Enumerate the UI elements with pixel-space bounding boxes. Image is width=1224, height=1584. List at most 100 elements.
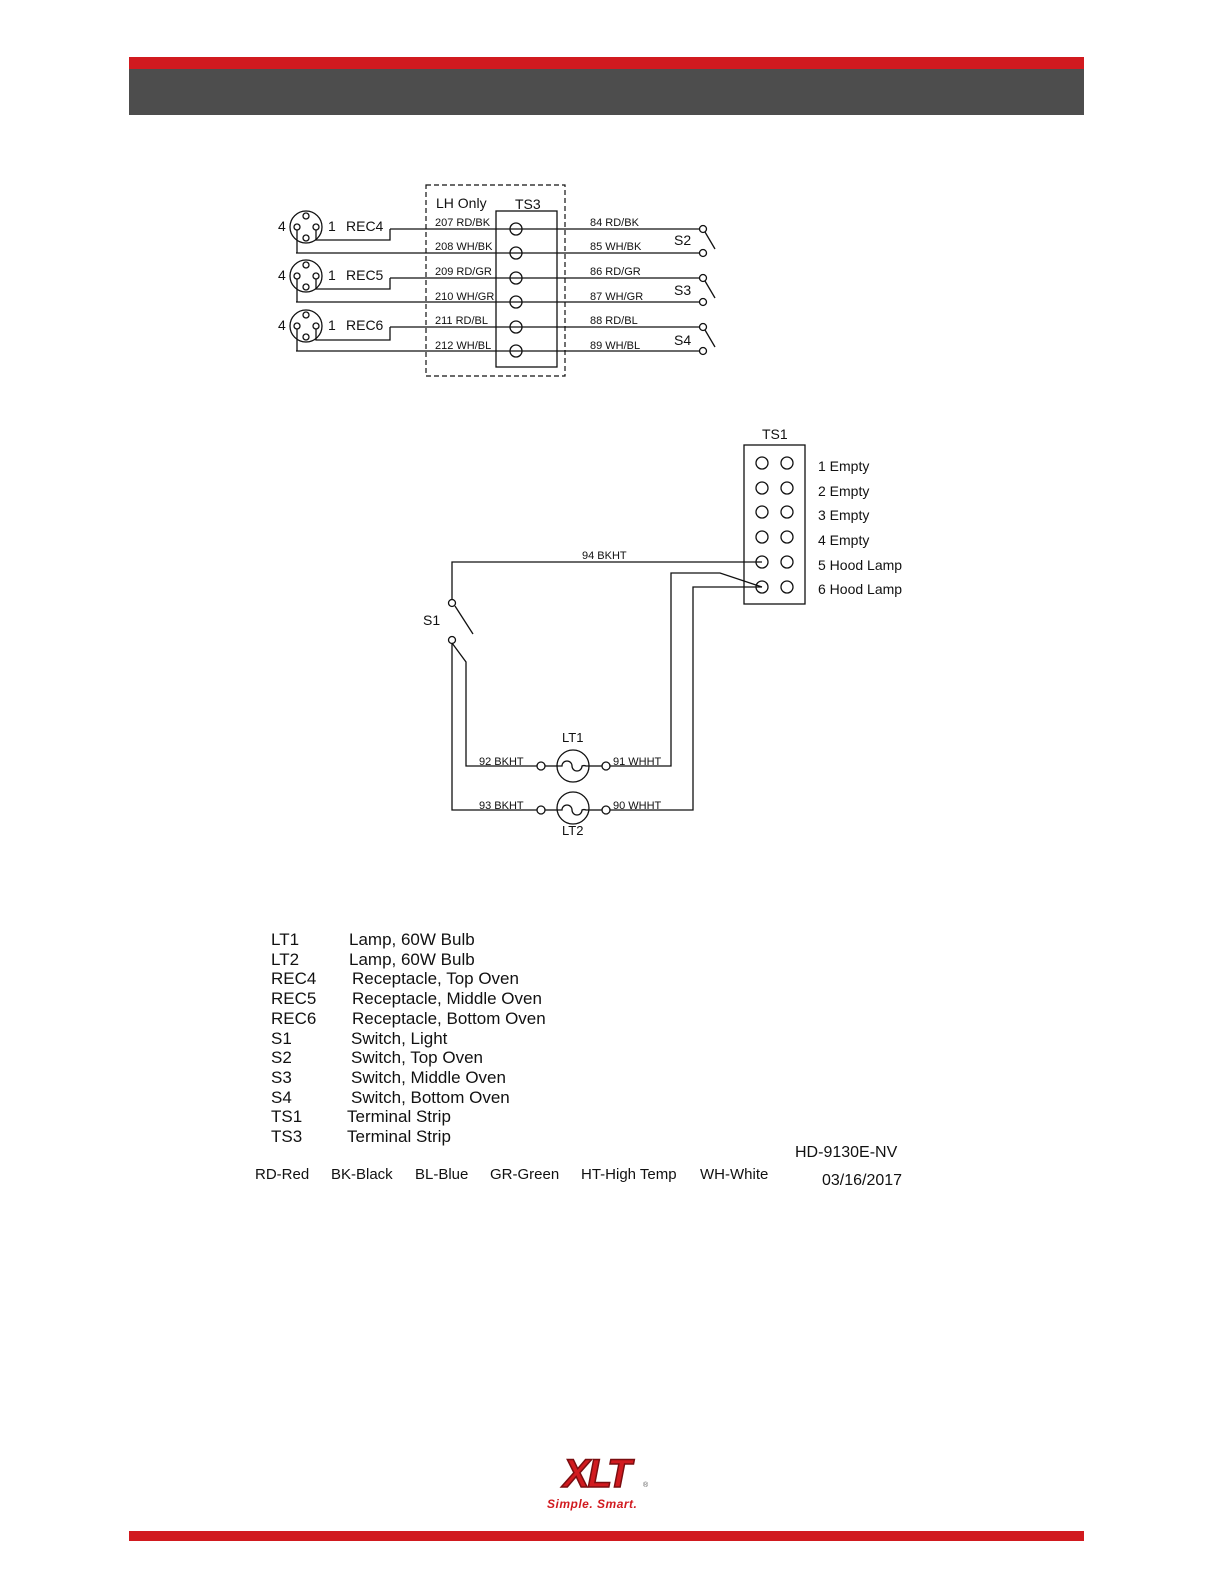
legend-code: TS3	[271, 1127, 303, 1147]
legend-code: S2	[271, 1048, 292, 1068]
rec4-label: REC4	[346, 218, 384, 234]
legend-desc: Receptacle, Top Oven	[352, 969, 519, 989]
switch-s3: S3	[674, 273, 716, 307]
legend-desc: Switch, Light	[351, 1028, 448, 1048]
lamp-lt1: LT1	[536, 730, 611, 783]
legend-desc: Receptacle, Bottom Oven	[352, 1008, 546, 1028]
logo-registered-mark: ®	[643, 1482, 649, 1489]
legend-row: S1 Switch, Light	[271, 1029, 546, 1049]
legend-desc: Terminal Strip	[347, 1107, 451, 1127]
rec6-pin-1: 1	[328, 317, 336, 333]
legend-code: LT2	[271, 949, 300, 969]
ts1-box	[743, 444, 806, 605]
switch-s4: S4	[674, 322, 716, 356]
wire-label-89: 89 WH/BL	[590, 340, 640, 352]
color-code: RD-Red	[255, 1166, 310, 1183]
s2-label: S2	[674, 232, 691, 248]
document-id: HD-9130E-NV	[795, 1144, 898, 1161]
wire-92-label: 92 BKHT	[479, 756, 524, 768]
ts1-pos-5: 5 Hood Lamp	[818, 557, 902, 573]
legend-code: REC4	[271, 969, 317, 989]
legend-row: S2 Switch, Top Oven	[271, 1048, 546, 1068]
legend-desc: Switch, Top Oven	[351, 1048, 483, 1068]
ts1-pos-6: 6 Hood Lamp	[818, 581, 902, 597]
legend-desc: Lamp, 60W Bulb	[349, 930, 475, 949]
legend-row: LT1 Lamp, 60W Bulb	[271, 930, 546, 950]
s4-label: S4	[674, 332, 691, 348]
s1-label: S1	[423, 612, 440, 628]
legend-code: TS1	[271, 1107, 303, 1127]
legend-desc: Receptacle, Middle Oven	[352, 989, 542, 1009]
wire-91	[610, 572, 763, 767]
wire-label-208: 208 WH/BK	[435, 241, 493, 253]
ts1-terminals	[755, 456, 794, 594]
rec5-label: REC5	[346, 267, 384, 283]
ts1-pos-2: 2 Empty	[818, 483, 869, 499]
legend-desc: Switch, Bottom Oven	[351, 1087, 510, 1107]
wire-90	[610, 586, 762, 811]
xlt-logo: XLT ® Simple. Smart.	[545, 1451, 670, 1516]
receptacle-rec6: 4 1 REC6	[278, 309, 391, 351]
wire-94-label: 94 BKHT	[582, 550, 627, 562]
legend-row: TS1 Terminal Strip	[271, 1107, 546, 1127]
wire-92	[451, 642, 537, 767]
wire-label-212: 212 WH/BL	[435, 340, 491, 352]
color-code: GR-Green	[490, 1166, 560, 1183]
color-code: BL-Blue	[415, 1166, 469, 1183]
ts1-title: TS1	[762, 426, 788, 442]
legend-row: TS3 Terminal Strip	[271, 1127, 546, 1147]
legend-desc: Terminal Strip	[347, 1127, 451, 1147]
legend-row: REC4 Receptacle, Top Oven	[271, 969, 546, 989]
document-date: 03/16/2017	[822, 1172, 903, 1189]
wire-94	[451, 561, 762, 600]
wire-label-210: 210 WH/GR	[435, 291, 494, 303]
legend-row: LT2 Lamp, 60W Bulb	[271, 950, 546, 970]
rec4-pin-1: 1	[328, 218, 336, 234]
switch-s1: S1	[423, 598, 474, 645]
logo-tagline: Simple. Smart.	[547, 1497, 638, 1511]
logo-wordmark: XLT	[562, 1451, 632, 1497]
wire-label-209: 209 RD/GR	[435, 266, 492, 278]
wire-91-label: 91 WHHT	[613, 756, 662, 768]
wire-label-85: 85 WH/BK	[590, 241, 642, 253]
s3-label: S3	[674, 282, 691, 298]
ts3-terminals	[509, 222, 523, 358]
wire-label-211: 211 RD/BL	[435, 315, 488, 327]
ts3-title: TS3	[515, 196, 541, 212]
legend-desc: Lamp, 60W Bulb	[349, 949, 475, 969]
color-code: BK-Black	[331, 1166, 393, 1183]
legend-code: S4	[271, 1087, 292, 1107]
legend-code: REC6	[271, 1008, 317, 1028]
wire-label-207: 207 RD/BK	[435, 217, 491, 229]
wire-90-label: 90 WHHT	[613, 800, 662, 812]
wire-label-84: 84 RD/BK	[590, 217, 640, 229]
legend-code: LT1	[271, 930, 300, 949]
rec5-pin-4: 4	[278, 267, 286, 283]
rec6-label: REC6	[346, 317, 384, 333]
wire-label-86: 86 RD/GR	[590, 266, 641, 278]
rec6-pin-4: 4	[278, 317, 286, 333]
legend-code: S1	[271, 1028, 292, 1048]
ts1-pos-3: 3 Empty	[818, 507, 869, 523]
lt1-label: LT1	[562, 730, 583, 745]
legend-row: REC5 Receptacle, Middle Oven	[271, 989, 546, 1009]
switch-s2: S2	[674, 224, 716, 258]
color-code: WH-White	[700, 1166, 769, 1183]
wire-label-87: 87 WH/GR	[590, 291, 643, 303]
color-code-key: RD-Red BK-Black BL-Blue GR-Green HT-High…	[255, 1166, 768, 1183]
legend-code: REC5	[271, 989, 317, 1009]
legend-desc: Switch, Middle Oven	[351, 1067, 506, 1087]
wire-93	[451, 643, 537, 811]
lt2-label: LT2	[562, 823, 583, 838]
lh-only-dashed-box	[425, 184, 566, 377]
receptacle-rec5: 4 1 REC5	[278, 259, 391, 302]
header-red-band	[129, 57, 1084, 69]
ts1-pos-4: 4 Empty	[818, 532, 869, 548]
lamp-lt2: LT2	[536, 791, 611, 838]
footer-red-band	[129, 1531, 1084, 1541]
ts1-pos-1: 1 Empty	[818, 458, 869, 474]
wire-label-88: 88 RD/BL	[590, 315, 638, 327]
